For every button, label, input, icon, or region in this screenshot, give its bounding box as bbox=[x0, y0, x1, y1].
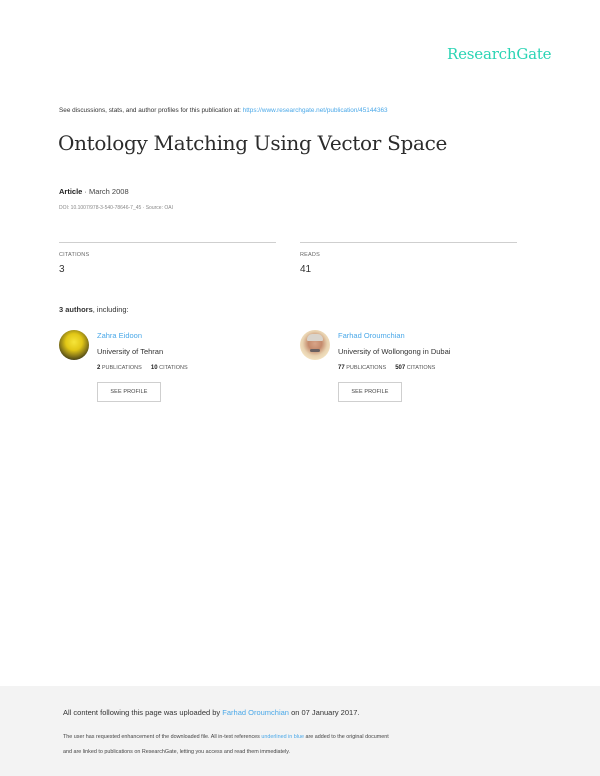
author-institution: University of Wollongong in Dubai bbox=[338, 347, 451, 356]
upload-info: All content following this page was uplo… bbox=[63, 708, 359, 717]
upload-footer: All content following this page was uplo… bbox=[0, 686, 600, 776]
publications-count: 2 bbox=[97, 365, 101, 371]
avatar[interactable] bbox=[300, 330, 330, 360]
publication-url-link[interactable]: https://www.researchgate.net/publication… bbox=[242, 107, 388, 114]
publications-label: PUBLICATIONS bbox=[346, 365, 387, 371]
author-card: Farhad Oroumchian University of Wollongo… bbox=[300, 330, 530, 410]
citations-divider bbox=[59, 242, 276, 243]
reads-value: 41 bbox=[300, 264, 312, 275]
publication-title: Ontology Matching Using Vector Space bbox=[58, 131, 448, 155]
reads-divider bbox=[300, 242, 517, 243]
citations-label: CITATIONS bbox=[406, 365, 436, 371]
citations-count: 10 bbox=[150, 365, 158, 371]
see-profile-button[interactable]: SEE PROFILE bbox=[97, 382, 161, 402]
see-profile-button[interactable]: SEE PROFILE bbox=[338, 382, 402, 402]
underlined-in-blue-text: underlined in blue bbox=[261, 734, 304, 740]
upload-suffix: on 07 January 2017. bbox=[288, 708, 360, 717]
discussion-text: See discussions, stats, and author profi… bbox=[59, 107, 243, 114]
enhancement-line3: and are linked to publications on Resear… bbox=[63, 748, 291, 755]
enhancement-prefix: The user has requested enhancement of th… bbox=[63, 734, 262, 740]
authors-suffix: , including: bbox=[92, 305, 129, 314]
upload-prefix: All content following this page was uplo… bbox=[63, 708, 223, 717]
avatar-hair bbox=[307, 334, 323, 341]
publication-date: March 2008 bbox=[89, 187, 129, 196]
researchgate-logo[interactable]: ResearchGate bbox=[447, 45, 552, 63]
citations-count: 507 bbox=[395, 365, 406, 371]
doi-line: DOI: 10.1007/978-3-540-78646-7_45 · Sour… bbox=[59, 205, 173, 211]
citations-label: CITATIONS bbox=[59, 252, 90, 258]
uploader-link[interactable]: Farhad Oroumchian bbox=[222, 708, 289, 717]
publication-type: Article bbox=[59, 187, 83, 196]
avatar[interactable] bbox=[59, 330, 89, 360]
author-institution: University of Tehran bbox=[97, 347, 164, 356]
author-name-link[interactable]: Zahra Eidoon bbox=[97, 331, 143, 340]
publications-count: 77 bbox=[338, 365, 345, 371]
citations-value: 3 bbox=[59, 264, 65, 275]
discussion-line: See discussions, stats, and author profi… bbox=[59, 107, 388, 114]
author-stats: 2 PUBLICATIONS 10 CITATIONS bbox=[97, 365, 188, 371]
author-card: Zahra Eidoon University of Tehran 2 PUBL… bbox=[59, 330, 289, 410]
author-stats: 77 PUBLICATIONS 507 CITATIONS bbox=[338, 365, 435, 371]
citations-label: CITATIONS bbox=[159, 365, 188, 371]
author-name-link[interactable]: Farhad Oroumchian bbox=[338, 331, 405, 340]
enhancement-note: The user has requested enhancement of th… bbox=[63, 730, 389, 759]
authors-count: 3 authors bbox=[59, 305, 93, 314]
publication-meta: Article · March 2008 bbox=[59, 187, 129, 196]
meta-separator: · bbox=[82, 187, 90, 196]
publications-label: PUBLICATIONS bbox=[101, 365, 142, 371]
avatar-mustache bbox=[310, 349, 320, 352]
enhancement-suffix: are added to the original document bbox=[303, 734, 389, 740]
authors-heading: 3 authors, including: bbox=[59, 305, 129, 314]
reads-label: READS bbox=[300, 252, 320, 258]
